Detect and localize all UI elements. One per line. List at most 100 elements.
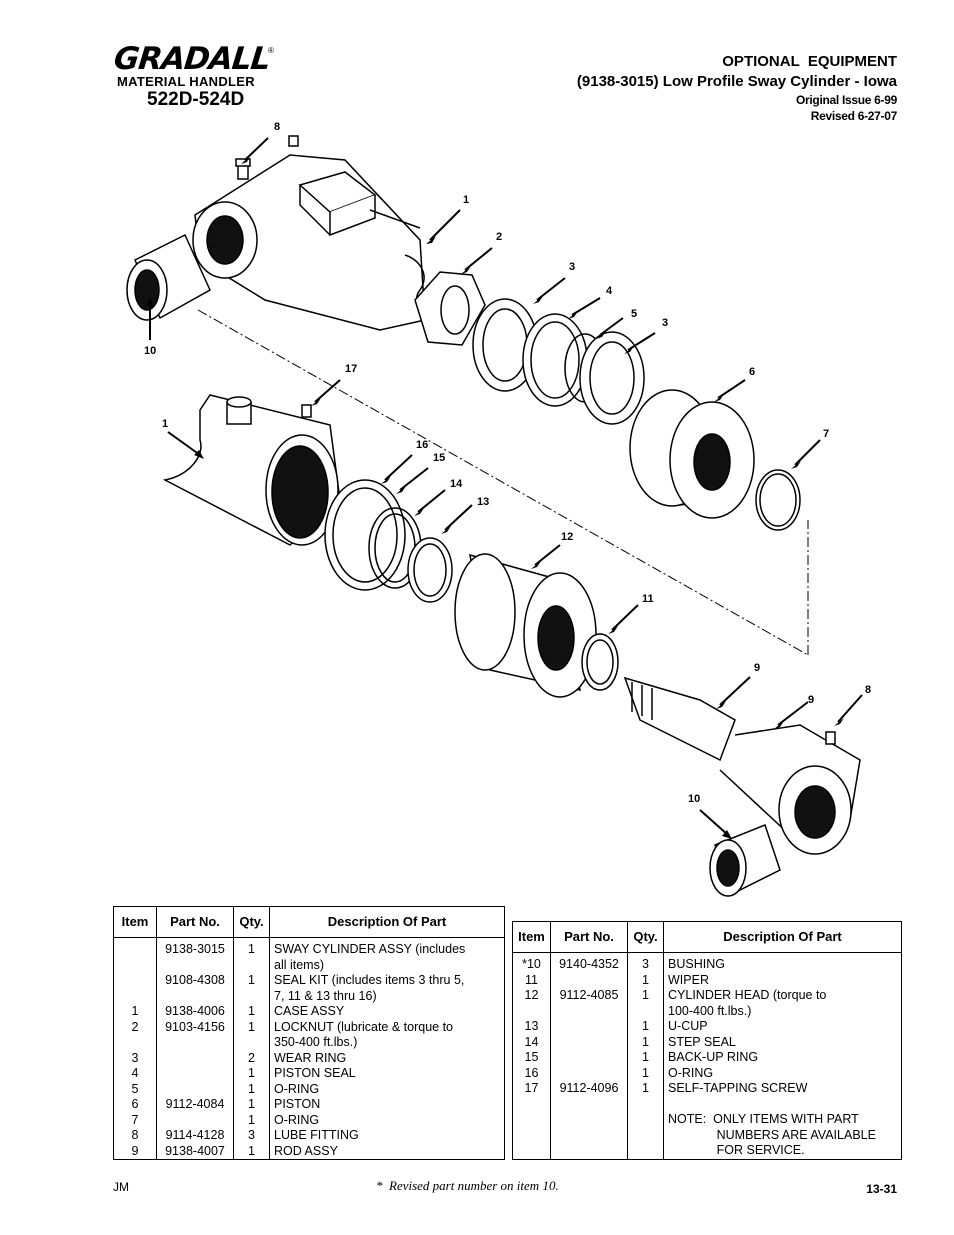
cell-description: SELF-TAPPING SCREW (663, 1081, 902, 1097)
cell-qty (627, 1127, 664, 1143)
callout-16: 16 (416, 439, 429, 451)
cell-part-no (550, 1143, 628, 1160)
callout-10-upper: 10 (144, 345, 157, 357)
cell-item (113, 1035, 157, 1051)
callout-13: 13 (477, 496, 490, 508)
callout-5: 5 (631, 308, 638, 320)
cell-part-no (550, 1034, 628, 1050)
cell-description: STEP SEAL (663, 1034, 902, 1050)
cell-item (512, 1112, 551, 1128)
cell-part-no: 9112-4084 (156, 1097, 234, 1113)
table-row: 7, 11 & 13 thru 16) (113, 988, 505, 1004)
table-row: 100-400 ft.lbs.) (512, 1003, 902, 1019)
cell-qty (233, 957, 270, 973)
callout-3b: 3 (662, 317, 669, 329)
cell-part-no: 9112-4096 (550, 1081, 628, 1097)
cell-part-no (156, 957, 234, 973)
bushing-lower (709, 824, 781, 897)
cell-description: PISTON SEAL (269, 1066, 505, 1082)
callout-6: 6 (749, 366, 756, 378)
piston (629, 389, 755, 519)
cell-part-no (550, 1019, 628, 1035)
cell-qty: 3 (233, 1128, 270, 1144)
cell-item (512, 1143, 551, 1160)
cell-qty: 1 (627, 1050, 664, 1066)
parts-table-right: Item Part No. Qty. Description Of Part *… (512, 921, 902, 1160)
rod-assy (623, 676, 861, 855)
callout-1-upper: 1 (463, 194, 470, 206)
callout-4: 4 (606, 285, 613, 297)
table-header-row: Item Part No. Qty. Description Of Part (113, 906, 505, 938)
cell-item: 3 (113, 1050, 157, 1066)
cell-qty: 1 (233, 937, 270, 958)
cell-qty: 1 (627, 988, 664, 1004)
product-subtitle: MATERIAL HANDLER (117, 74, 255, 89)
cell-part-no: 9108-4308 (156, 973, 234, 989)
cell-description: U-CUP (663, 1019, 902, 1035)
cell-item: 14 (512, 1034, 551, 1050)
cell-description: NUMBERS ARE AVAILABLE (663, 1127, 902, 1143)
cell-qty: 1 (627, 1019, 664, 1035)
bushing-upper (126, 233, 211, 321)
cell-qty: 1 (627, 1065, 664, 1081)
cell-part-no (550, 972, 628, 988)
piston-seal (522, 313, 588, 407)
cell-part-no: 9112-4085 (550, 988, 628, 1004)
callout-1-lower: 1 (162, 418, 169, 430)
col-part-no: Part No. (550, 921, 628, 953)
callout-8-upper: 8 (274, 121, 281, 133)
cell-description: SWAY CYLINDER ASSY (includes (269, 937, 505, 958)
cell-qty: 2 (233, 1050, 270, 1066)
cell-qty (627, 1096, 664, 1112)
cell-qty: 1 (233, 1066, 270, 1082)
cell-description: CYLINDER HEAD (torque to (663, 988, 902, 1004)
cell-part-no: 9138-4007 (156, 1143, 234, 1160)
revised-date: Revised 6-27-07 (810, 109, 898, 123)
table-row: NOTE: ONLY ITEMS WITH PART (512, 1112, 902, 1128)
wear-ring-b (579, 331, 645, 425)
cell-item: 13 (512, 1019, 551, 1035)
cell-item (113, 973, 157, 989)
cell-part-no: 9103-4156 (156, 1019, 234, 1035)
table-header-row: Item Part No. Qty. Description Of Part (512, 921, 902, 953)
cell-description: FOR SERVICE. (663, 1143, 902, 1160)
cell-qty (233, 988, 270, 1004)
o-ring-7 (755, 469, 801, 531)
cell-qty: 1 (233, 1143, 270, 1160)
cell-item: 12 (512, 988, 551, 1004)
callout-17: 17 (345, 363, 358, 375)
cell-item (113, 937, 157, 958)
cell-qty: 1 (233, 1019, 270, 1035)
parts-table-left: Item Part No. Qty. Description Of Part 9… (113, 906, 505, 1160)
cell-part-no (550, 1003, 628, 1019)
col-description: Description Of Part (663, 921, 902, 953)
cell-part-no (156, 1081, 234, 1097)
cell-qty: 3 (627, 952, 664, 973)
cell-item: 5 (113, 1081, 157, 1097)
callout-9b: 9 (808, 694, 815, 706)
cell-item (113, 957, 157, 973)
cell-description: SEAL KIT (includes items 3 thru 5, (269, 973, 505, 989)
cell-qty: 1 (627, 972, 664, 988)
locknut (414, 271, 486, 346)
cell-description: BACK-UP RING (663, 1050, 902, 1066)
cell-description: WIPER (663, 972, 902, 988)
u-cup (407, 537, 453, 603)
table-row: FOR SERVICE. (512, 1143, 902, 1160)
cell-qty: 1 (233, 1081, 270, 1097)
cell-qty: 1 (233, 973, 270, 989)
section-title: OPTIONAL EQUIPMENT (722, 53, 897, 70)
callout-2: 2 (496, 231, 503, 243)
cell-description: O-RING (663, 1065, 902, 1081)
